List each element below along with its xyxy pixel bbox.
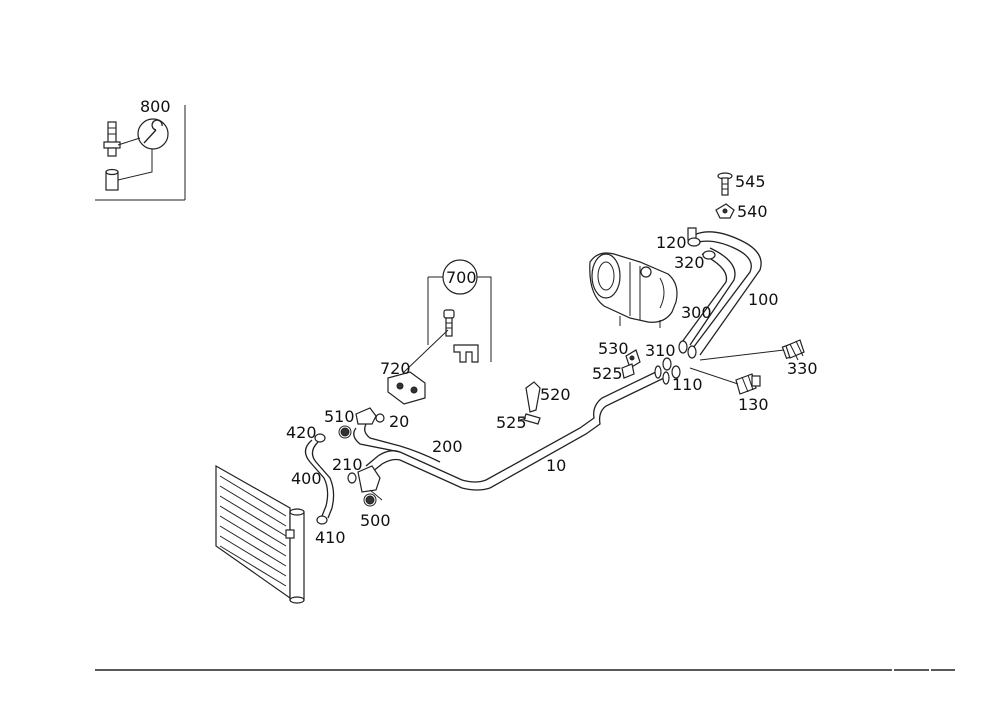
lines-100-300 [678, 227, 762, 359]
label-510: 510 [324, 407, 355, 426]
bolt-330 [699, 339, 805, 361]
inset-800: 800 [95, 97, 186, 201]
label-700: 700 [446, 268, 477, 287]
label-400: 400 [291, 469, 322, 488]
label-100: 100 [748, 290, 779, 309]
label-200: 200 [432, 437, 463, 456]
bolt-130 [689, 367, 761, 395]
line-400 [304, 433, 335, 525]
screw-545 [717, 172, 733, 196]
label-525-b: 525 [496, 413, 527, 432]
main-lines-10-200 [353, 365, 670, 491]
label-120: 120 [656, 233, 687, 252]
label-320: 320 [674, 253, 705, 272]
label-420: 420 [286, 423, 317, 442]
label-720: 720 [380, 359, 411, 378]
label-310: 310 [645, 341, 676, 360]
label-110: 110 [672, 375, 703, 394]
label-210: 210 [332, 455, 363, 474]
label-300: 300 [681, 303, 712, 322]
label-525-a: 525 [592, 364, 623, 383]
wrench-icon [137, 118, 169, 150]
label-20: 20 [389, 412, 409, 431]
label-545: 545 [735, 172, 766, 191]
bracket-210 [347, 465, 383, 507]
label-10: 10 [546, 456, 566, 475]
condenser [215, 464, 305, 604]
clip-530 [621, 349, 641, 379]
clip-540 [715, 203, 735, 219]
label-530: 530 [598, 339, 629, 358]
compressor [589, 252, 678, 328]
bracket-510 [338, 407, 385, 439]
detail-700: 700 720 [380, 259, 492, 405]
label-540: 540 [737, 202, 768, 221]
label-800: 800 [140, 97, 171, 116]
label-130: 130 [738, 395, 769, 414]
label-410: 410 [315, 528, 346, 547]
label-520: 520 [540, 385, 571, 404]
label-500: 500 [360, 511, 391, 530]
clip-520 [519, 381, 541, 425]
label-330: 330 [787, 359, 818, 378]
